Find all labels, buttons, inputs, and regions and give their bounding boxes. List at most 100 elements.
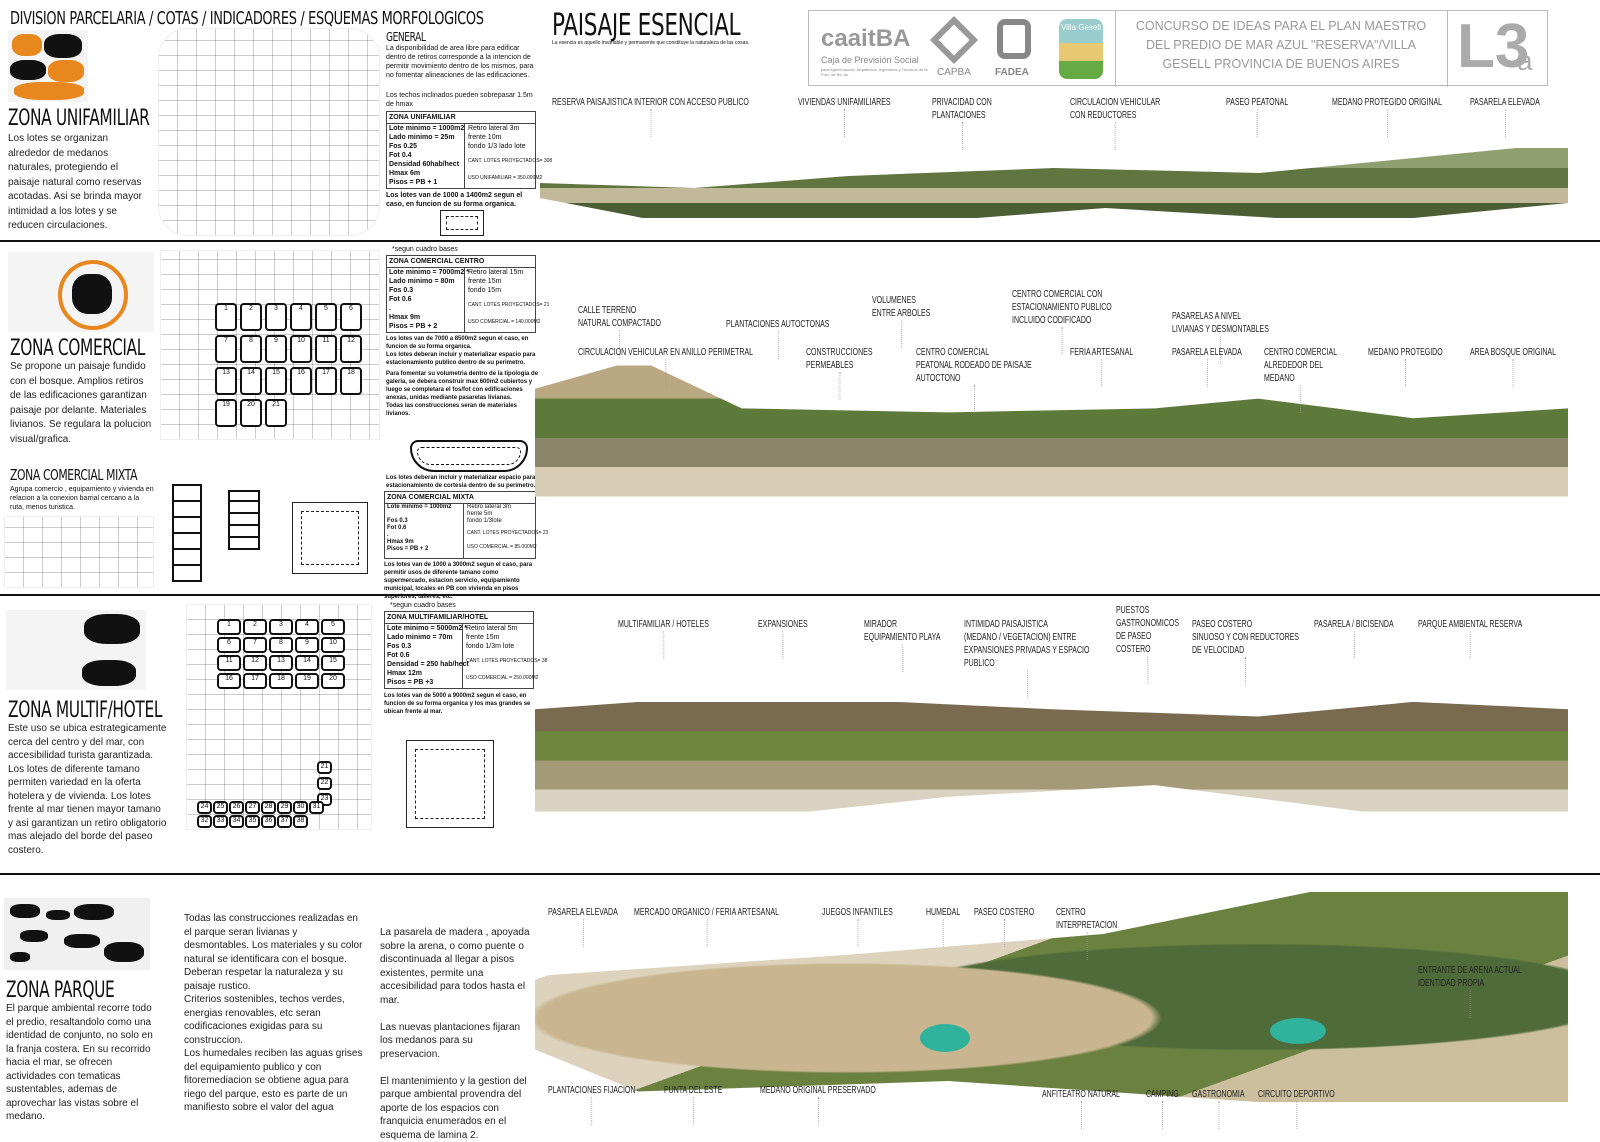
table-title: ZONA UNIFAMILIAR — [387, 112, 535, 124]
multif-section-render — [535, 694, 1568, 819]
render-label: PASARELA ELEVADA — [1470, 97, 1540, 137]
lot: 12 — [340, 335, 362, 363]
lot: 28 — [261, 801, 276, 814]
lot: 10 — [290, 335, 312, 363]
lot: 32 — [197, 815, 212, 828]
multif-text: Este uso se ubica estrategicamente cerca… — [8, 723, 167, 856]
lot: 26 — [229, 801, 244, 814]
render-label: AREA BOSQUE ORIGINAL — [1470, 347, 1556, 387]
mixta-lots-a — [172, 484, 202, 582]
render-label: CAMPING — [1146, 1089, 1179, 1129]
render-label: ANFITEATRO NATURAL — [1042, 1089, 1120, 1129]
render-label: CIRCULACION VEHICULAR EN ANILLO PERIMETR… — [578, 347, 754, 387]
lot: 27 — [245, 801, 260, 814]
lot: 6 — [217, 637, 241, 653]
lot: 13 — [269, 655, 293, 671]
sheet-suffix: a — [1517, 45, 1533, 76]
lot: 34 — [229, 815, 244, 828]
board-title: DIVISION PARCELARIA / COTAS / INDICADORE… — [10, 8, 484, 29]
mixta-final-note: Los lotes van de 1000 a 3000m2 segun el … — [384, 562, 533, 600]
section-subtitle: La esencia es aquello invariable y perma… — [552, 40, 750, 46]
render-label: MIRADOR EQUIPAMIENTO PLAYA — [864, 619, 941, 672]
render-label: PASARELA / BICISENDA — [1314, 619, 1394, 659]
zone-title-parque: ZONA PARQUE — [6, 978, 115, 1003]
unifamiliar-diagram — [8, 30, 88, 102]
lot: 16 — [217, 673, 241, 689]
render-label: CENTRO COMERCIAL ALREDEDOR DEL MEDANO — [1264, 347, 1338, 413]
humedal-pond — [920, 1024, 970, 1052]
lot: 18 — [340, 367, 362, 395]
lot: 14 — [295, 655, 319, 671]
lot: 15 — [265, 367, 287, 395]
comercial-mixta-plan — [4, 516, 154, 588]
lot: 5 — [321, 619, 345, 635]
lot: 29 — [277, 801, 292, 814]
lot: 36 — [261, 815, 276, 828]
lot: 31 — [309, 801, 324, 814]
lot: 10 — [321, 637, 345, 653]
footnote: *segun cuadro bases — [390, 602, 456, 609]
render-label: CENTRO COMERCIAL PEATONAL RODEADO DE PAI… — [916, 347, 1032, 413]
mixta-dimension-diagram — [292, 502, 368, 574]
render-label: PASEO COSTERO — [974, 907, 1035, 947]
lot: 17 — [315, 367, 337, 395]
zone-title-unifamiliar: ZONA UNIFAMILIAR — [8, 106, 150, 131]
render-label: CENTRO INTERPRETACION — [1056, 907, 1118, 960]
render-label: RESERVA PAISAJISTICA INTERIOR CON ACCESO… — [552, 97, 749, 137]
zone-title-comercial-mixta: ZONA COMERCIAL MIXTA — [10, 466, 138, 484]
zone-title-multif: ZONA MULTIF/HOTEL — [8, 698, 163, 723]
lot: 35 — [245, 815, 260, 828]
mixta-lots-b — [228, 490, 260, 550]
lot: 12 — [243, 655, 267, 671]
contest-title: CONCURSO DE IDEAS PARA EL PLAN MAESTRO D… — [1135, 19, 1427, 71]
lot: 7 — [243, 637, 267, 653]
render-label: MERCADO ORGANICO / FERIA ARTESANAL — [634, 907, 779, 947]
render-label: HUMEDAL — [926, 907, 961, 947]
lot: 9 — [265, 335, 287, 363]
lot: 2 — [240, 303, 262, 331]
lot: 14 — [240, 367, 262, 395]
render-label: MEDANO PROTEGIDO ORIGINAL — [1332, 97, 1443, 137]
fadea-label: FADEA — [995, 67, 1029, 78]
lot: 22 — [317, 777, 332, 790]
comercial-notes: Los lotes van de 7000 a 8500m2 segun el … — [386, 336, 539, 417]
render-label: CENTRO COMERCIAL CON ESTACIONAMIENTO PUB… — [1012, 289, 1112, 355]
render-label: CIRCULACION VEHICULAR CON REDUCTORES — [1070, 97, 1161, 150]
section-title: PAISAJE ESENCIAL — [552, 8, 741, 43]
render-label: MEDANO PROTEGIDO — [1368, 347, 1443, 387]
parque-text: El parque ambiental recorre todo el pred… — [6, 1003, 153, 1122]
section-divider — [0, 594, 1600, 596]
render-label: PASARELA ELEVADA — [548, 907, 618, 947]
render-label: PUNTA DEL ESTE — [664, 1085, 723, 1125]
zone-title-comercial: ZONA COMERCIAL — [10, 336, 145, 361]
sheet-number: L3 — [1457, 12, 1530, 81]
villa-gesell-logo: Villa Gesell — [1059, 19, 1103, 79]
lot: 7 — [215, 335, 237, 363]
parque-text-pasarela: La pasarela de madera , apoyada sobre la… — [380, 927, 530, 1141]
logo-box: caaitBA Caja de Previsión Social para Ag… — [808, 10, 1548, 87]
lot: 25 — [213, 801, 228, 814]
lot: 16 — [290, 367, 312, 395]
lot: 37 — [277, 815, 292, 828]
lot: 13 — [215, 367, 237, 395]
comercial-mixta-text: Agrupa comercio , equipamiento y viviend… — [10, 486, 154, 511]
render-label: INTIMIDAD PAISAJISTICA (MEDANO / VEGETAC… — [964, 619, 1090, 698]
comercial-section-render — [535, 359, 1568, 517]
lot: 21 — [265, 399, 287, 427]
fadea-logo-icon — [997, 19, 1031, 59]
unifamiliar-plan — [158, 28, 380, 236]
indicators-table-mixta: ZONA COMERCIAL MIXTA Lote minimo = 1000m… — [384, 491, 548, 559]
render-label: PLANTACIONES FIJACION — [548, 1085, 636, 1125]
unifamiliar-section-render — [540, 143, 1568, 228]
multif-note: Los lotes van de 5000 a 9000m2 segun el … — [384, 693, 531, 715]
comercial-text: Se propone un paisaje fundido con el bos… — [10, 361, 152, 445]
caaitba-small: para Agrimensores, Arquitectos, Ingenier… — [821, 67, 928, 77]
indicators-table-multif: ZONA MULTIFAMILIAR/HOTEL Lote minimo = 5… — [384, 611, 547, 689]
unifamiliar-note: Los lotes van de 1000 a 1400m2 segun el … — [386, 192, 523, 208]
render-label: GASTRONOMIA — [1192, 1089, 1245, 1129]
render-label: CIRCUITO DEPORTIVO — [1258, 1089, 1335, 1129]
general-note: Los techos inclinados pueden sobrepasar … — [386, 92, 533, 108]
